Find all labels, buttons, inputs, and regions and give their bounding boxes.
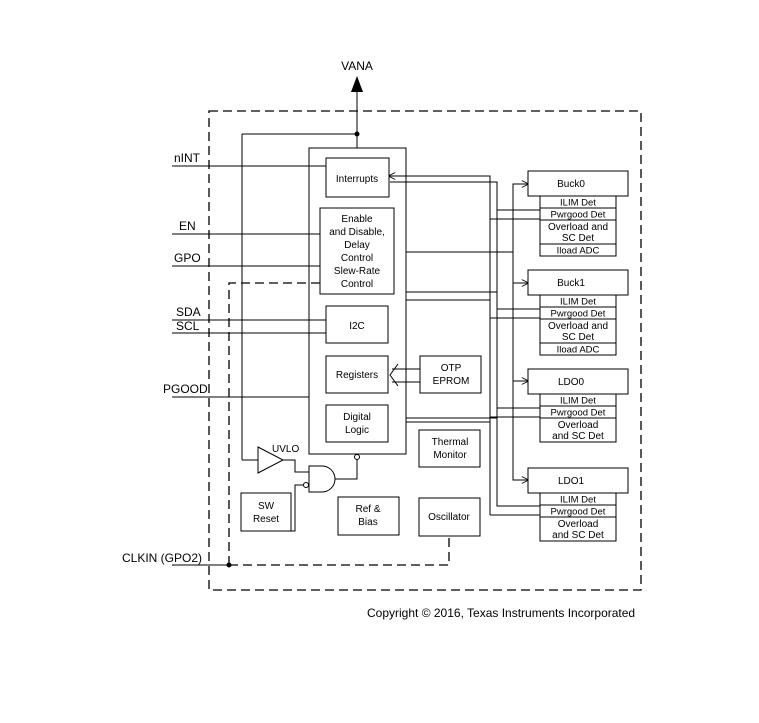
regulator-ldo1-row-label: Pwrgood Det bbox=[551, 507, 606, 518]
regulator-buck0-row-label: Iload ADC bbox=[557, 246, 600, 257]
digital-logic-label-2: Logic bbox=[345, 425, 369, 436]
sw-reset-label-1: SW bbox=[258, 501, 275, 512]
regulator-buck0-row-label: SC Det bbox=[562, 233, 594, 244]
otp-label-2: EPROM bbox=[433, 376, 470, 387]
interrupts-label: Interrupts bbox=[336, 174, 378, 185]
and-gate-icon bbox=[308, 465, 336, 493]
pin-gpo-label: GPO bbox=[174, 251, 201, 265]
regulator-buck0-row-label: ILIM Det bbox=[560, 198, 596, 209]
regulator-buck1-detectors bbox=[539, 294, 617, 356]
clock-path bbox=[229, 536, 450, 566]
pin-pgood-label: PGOOD bbox=[163, 382, 208, 396]
registers-block bbox=[325, 355, 389, 394]
oscillator-block bbox=[418, 497, 481, 537]
ref-bias-label-2: Bias bbox=[358, 517, 377, 528]
regulator-ldo0-row-label: and SC Det bbox=[552, 431, 604, 442]
regulator-buck0-row-label: Overload and bbox=[548, 222, 608, 233]
enable-label-4: Control bbox=[341, 253, 373, 264]
regulator-buck1-row-label: ILIM Det bbox=[560, 297, 596, 308]
i2c-label: I2C bbox=[349, 321, 365, 332]
pin-scl-label: SCL bbox=[176, 319, 200, 333]
otp-label-1: OTP bbox=[441, 363, 462, 374]
enable-label-5: Slew-Rate bbox=[334, 266, 381, 277]
otp-eprom-block bbox=[419, 355, 482, 394]
regulator-ldo0-row-label: Overload bbox=[558, 420, 599, 431]
regulator-ldo1-row-label: and SC Det bbox=[552, 530, 604, 541]
regulator-ldo0-row-label: Pwrgood Det bbox=[551, 408, 606, 419]
regulator-buck1-header bbox=[527, 269, 629, 296]
regulator-ldo1-header bbox=[527, 467, 629, 494]
enable-label-6: Control bbox=[341, 279, 373, 290]
regulator-buck1-row-label: Overload and bbox=[548, 321, 608, 332]
thermal-label-2: Monitor bbox=[433, 450, 467, 461]
uvlo-label: UVLO bbox=[272, 444, 299, 455]
regulator-buck1-row-label: Iload ADC bbox=[557, 345, 600, 356]
regulator-ldo0-label: LDO0 bbox=[558, 377, 585, 388]
pin-clkin-label: CLKIN (GPO2) bbox=[122, 551, 202, 565]
pin-sda-label: SDA bbox=[176, 305, 201, 319]
enable-control-block bbox=[319, 207, 395, 295]
registers-label: Registers bbox=[336, 370, 378, 381]
regulator-buck1-row-label: SC Det bbox=[562, 332, 594, 343]
digital-core-block bbox=[308, 147, 407, 455]
clock-path bbox=[228, 282, 320, 565]
regulator-buck0-row-label: Pwrgood Det bbox=[551, 210, 606, 221]
regulator-ldo1-row-label: Overload bbox=[558, 519, 599, 530]
enable-label-2: and Disable, bbox=[329, 227, 385, 238]
oscillator-label: Oscillator bbox=[428, 512, 470, 523]
uvlo-buffer-icon bbox=[257, 446, 285, 474]
inverter-bubble-icon bbox=[303, 482, 309, 488]
otp-arrow-icon bbox=[389, 363, 399, 387]
thermal-label-1: Thermal bbox=[432, 437, 469, 448]
thermal-monitor-block bbox=[418, 429, 481, 468]
inverter-bubble-icon bbox=[354, 454, 360, 460]
ref-bias-block bbox=[337, 496, 400, 536]
regulator-buck1-row-label: Pwrgood Det bbox=[551, 309, 606, 320]
enable-label-3: Delay bbox=[344, 240, 370, 251]
sw-reset-label-2: Reset bbox=[253, 514, 279, 525]
vana-arrow-icon bbox=[351, 76, 363, 92]
ref-bias-label-1: Ref & bbox=[355, 504, 380, 515]
regulator-buck0-label: Buck0 bbox=[557, 179, 585, 190]
device-boundary bbox=[208, 110, 642, 591]
regulator-buck0-header bbox=[527, 170, 629, 197]
regulator-ldo1-row-label: ILIM Det bbox=[560, 495, 596, 506]
interrupts-block bbox=[325, 157, 390, 198]
vana-label: VANA bbox=[341, 59, 373, 73]
digital-logic-block bbox=[325, 404, 389, 443]
regulator-ldo0-header bbox=[527, 368, 629, 395]
i2c-block bbox=[325, 305, 389, 344]
junction-dot-icon bbox=[226, 562, 232, 568]
regulator-buck1-label: Buck1 bbox=[557, 278, 585, 289]
pin-nint-label: nINT bbox=[174, 151, 201, 165]
copyright-text: Copyright © 2016, Texas Instruments Inco… bbox=[367, 606, 635, 620]
digital-logic-label-1: Digital bbox=[343, 412, 371, 423]
pin-en-label: EN bbox=[179, 219, 196, 233]
enable-label-1: Enable bbox=[341, 214, 373, 225]
regulator-ldo1-label: LDO1 bbox=[558, 476, 585, 487]
sw-reset-block bbox=[240, 492, 292, 532]
regulator-ldo0-row-label: ILIM Det bbox=[560, 396, 596, 407]
